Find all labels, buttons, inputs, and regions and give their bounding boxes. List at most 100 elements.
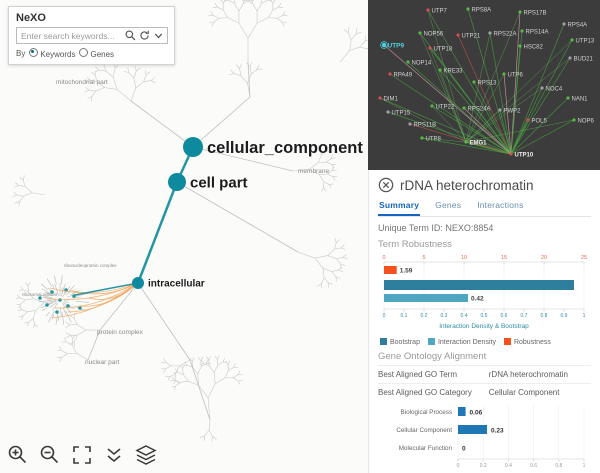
tree-node-intracellular[interactable]: intracellular <box>132 277 205 290</box>
svg-text:1: 1 <box>583 463 586 469</box>
network-node-nop56[interactable]: NOP56 <box>418 31 444 38</box>
network-node-rps11b[interactable]: RPS11B <box>408 122 437 129</box>
svg-text:RPS17B: RPS17B <box>524 11 547 17</box>
term-id-value: NEXO:8854 <box>445 223 494 233</box>
network-node-utp18[interactable]: UTP18 <box>428 46 453 53</box>
go-category-row: Best Aligned GO Category Cellular Compon… <box>378 383 591 401</box>
network-node-utp13[interactable]: UTP13 <box>570 38 595 45</box>
tree-node-cell-part[interactable]: cell part <box>168 173 248 191</box>
svg-text:BUD21: BUD21 <box>574 57 594 63</box>
network-node-rps13[interactable]: RPS13 <box>472 80 497 87</box>
svg-text:0: 0 <box>382 255 385 261</box>
network-node-rps22a[interactable]: RPS22A <box>488 31 517 38</box>
svg-text:0.2: 0.2 <box>480 463 487 469</box>
network-node-dim1[interactable]: DIM1 <box>378 96 399 103</box>
svg-text:0.2: 0.2 <box>421 313 428 319</box>
network-node-pwp2[interactable]: PWP2 <box>498 108 521 115</box>
tree-label-protein-complex[interactable]: protein complex <box>97 329 144 336</box>
network-node-rps24a[interactable]: RPS24A <box>462 106 491 113</box>
zoom-out-button[interactable] <box>38 443 62 467</box>
bootstrap-swatch <box>380 338 387 345</box>
tree-label-mitochondrial-part[interactable]: mitochondrial part <box>56 79 108 86</box>
network-node-bud21[interactable]: BUD21 <box>568 56 594 63</box>
network-node-emg1[interactable]: EMG1 <box>464 140 488 147</box>
layers-button[interactable] <box>134 443 158 467</box>
tree-node-cellular-component[interactable]: cellular_component <box>183 137 363 157</box>
network-node-utp22[interactable]: UTP22 <box>430 104 455 111</box>
tree-label-ribonucleoprotein-complex[interactable]: ribonucleoprotein complex <box>64 263 117 268</box>
network-node-rps14a[interactable]: RPS14A <box>520 29 549 36</box>
detail-tabs: Summary Genes Interactions <box>378 197 591 217</box>
svg-text:0.9: 0.9 <box>561 313 568 319</box>
network-node-kre33[interactable]: KRE33 <box>438 68 463 75</box>
close-icon[interactable] <box>378 177 394 193</box>
svg-text:RPS11B: RPS11B <box>414 123 437 129</box>
svg-text:UTP10: UTP10 <box>515 153 534 159</box>
zoom-in-button[interactable] <box>6 443 30 467</box>
network-node-rps17b[interactable]: RPS17B <box>518 10 547 17</box>
robustness-swatch <box>503 338 511 345</box>
network-node-rps8a[interactable]: RPS8A <box>466 7 492 14</box>
collapse-all-button[interactable] <box>102 443 126 467</box>
svg-text:RPS8A: RPS8A <box>472 8 492 14</box>
network-node-pol5[interactable]: POL5 <box>526 118 548 125</box>
network-node-utp6[interactable]: UTP6 <box>502 72 524 79</box>
section-term-robustness: Term Robustness <box>378 239 452 250</box>
network-node-utp15[interactable]: UTP15 <box>386 110 411 117</box>
radio-keywords-icon[interactable] <box>29 48 39 57</box>
svg-text:HSC82: HSC82 <box>524 45 544 51</box>
network-node-utp21[interactable]: UTP21 <box>456 33 481 40</box>
reset-icon[interactable] <box>138 29 151 42</box>
tree-label-membrane[interactable]: membrane <box>298 168 329 175</box>
fit-to-screen-button[interactable] <box>70 443 94 467</box>
svg-text:NOC4: NOC4 <box>546 87 563 93</box>
chevron-down-icon[interactable] <box>152 29 165 42</box>
go-term-row: Best Aligned GO Term rDNA heterochromati… <box>378 365 591 383</box>
svg-text:DIM1: DIM1 <box>384 97 399 103</box>
network-node-nop6[interactable]: NOP6 <box>572 118 595 125</box>
svg-text:0.4: 0.4 <box>505 463 512 469</box>
network-node-utp7[interactable]: UTP7 <box>426 8 448 15</box>
by-label: By <box>16 49 26 58</box>
svg-text:ribosomal subunit: ribosomal subunit <box>22 292 58 297</box>
svg-text:25: 25 <box>581 255 587 261</box>
network-node-nop14[interactable]: NOP14 <box>406 60 432 67</box>
search-input[interactable] <box>19 29 123 42</box>
svg-text:1: 1 <box>583 313 586 319</box>
ontology-tree-panel[interactable]: mitochondrial part membrane protein comple… <box>0 0 368 473</box>
network-node-noc4[interactable]: NOC4 <box>540 86 563 93</box>
ontology-tree-canvas[interactable]: mitochondrial part membrane protein comple… <box>0 0 368 473</box>
tab-interactions[interactable]: Interactions <box>477 200 524 210</box>
radio-keywords[interactable]: Keywords <box>29 48 75 59</box>
svg-text:ribonucleoprotein complex: ribonucleoprotein complex <box>64 263 117 268</box>
radio-genes[interactable]: Genes <box>79 48 114 59</box>
go-category-label: Best Aligned GO Category <box>378 388 472 397</box>
svg-text:UTP9: UTP9 <box>388 43 405 50</box>
svg-text:0.1: 0.1 <box>401 313 408 319</box>
network-node-utp8[interactable]: UTP8 <box>420 136 442 143</box>
tab-genes[interactable]: Genes <box>435 200 462 210</box>
tree-label-nuclear-part[interactable]: nuclear part <box>85 359 120 366</box>
network-node-hsc82[interactable]: HSC82 <box>518 44 544 51</box>
go-term-value: rDNA heterochromatin <box>488 370 568 379</box>
legend-item-robustness: Robustness <box>503 338 551 346</box>
svg-text:RPS22A: RPS22A <box>494 32 517 38</box>
tab-summary[interactable]: Summary <box>378 197 421 216</box>
radio-genes-icon[interactable] <box>79 48 89 57</box>
network-node-utp10[interactable]: UTP10 <box>509 152 534 159</box>
network-node-rpa49[interactable]: RPA49 <box>388 72 413 79</box>
search-icon[interactable] <box>124 29 137 42</box>
tree-label-ribosomal-subunit[interactable]: ribosomal subunit <box>22 292 58 297</box>
svg-text:Interaction Density & Bootstra: Interaction Density & Bootstrap <box>439 323 529 330</box>
svg-text:Cellular Component: Cellular Component <box>396 427 452 434</box>
network-node-utp9[interactable]: UTP9 <box>380 41 405 50</box>
network-node-nan1[interactable]: NAN1 <box>566 96 588 103</box>
network-node-rps4a[interactable]: RPS4A <box>562 22 587 29</box>
ribosome-cluster[interactable] <box>38 275 89 325</box>
svg-text:UTP22: UTP22 <box>436 105 455 111</box>
svg-text:EMG1: EMG1 <box>470 141 488 147</box>
